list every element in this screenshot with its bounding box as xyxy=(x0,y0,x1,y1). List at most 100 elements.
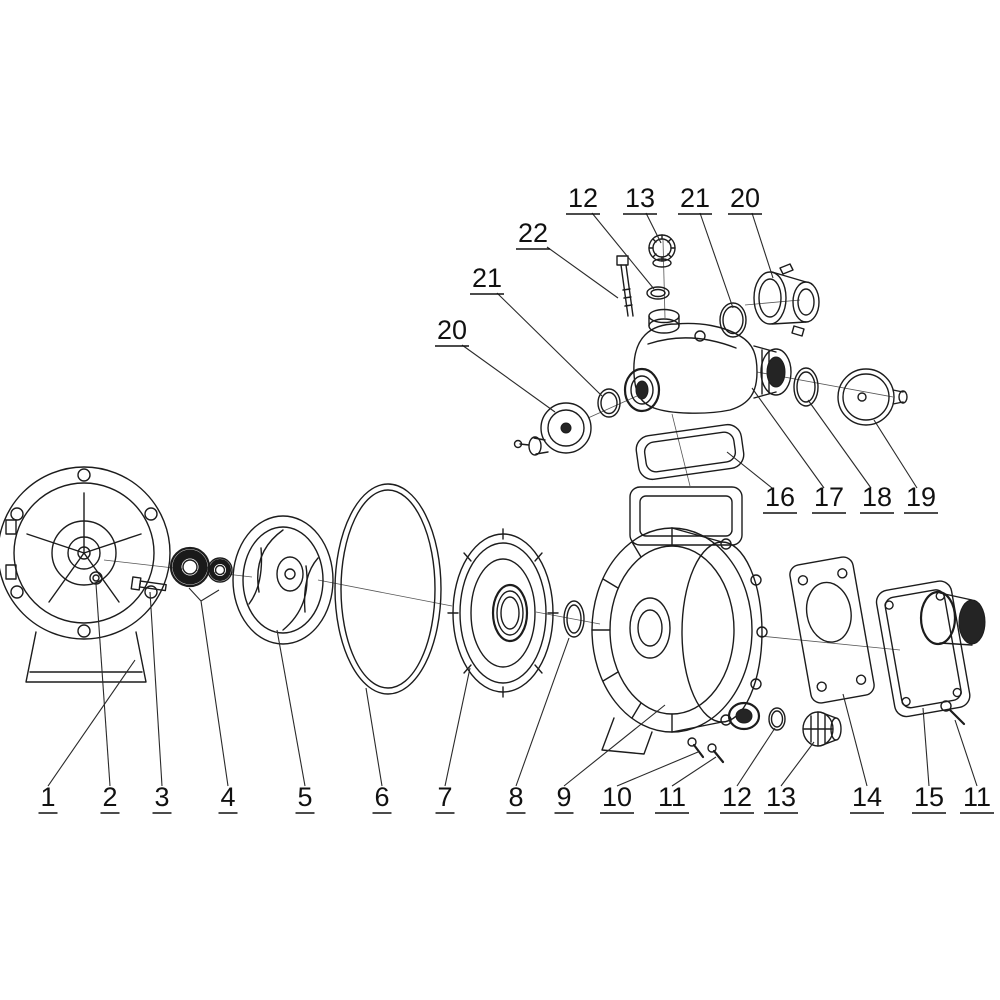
callout-10-9: 10 xyxy=(600,751,699,814)
callout-12-17: 12 xyxy=(566,183,655,290)
motor-bracket xyxy=(0,466,171,683)
callout-leader-line xyxy=(591,212,655,290)
cap-washer xyxy=(646,286,670,300)
tank-gasket xyxy=(635,423,745,481)
callout-17-24: 17 xyxy=(751,387,846,514)
callout-number: 21 xyxy=(472,263,502,293)
callout-leader-line xyxy=(780,741,815,787)
callout-14-13: 14 xyxy=(842,693,884,814)
callout-13-12: 13 xyxy=(764,741,815,814)
diffuser xyxy=(447,528,559,698)
callout-20-22: 20 xyxy=(435,315,556,413)
callout-number: 10 xyxy=(602,782,632,812)
callout-number: 11 xyxy=(963,782,991,812)
callout-number: 15 xyxy=(914,782,944,812)
filler-cap xyxy=(648,234,676,268)
callout-number: 13 xyxy=(625,183,655,213)
outlet-cap xyxy=(837,368,908,426)
callout-16-23: 16 xyxy=(726,451,797,514)
callout-1-0: 1 xyxy=(38,659,136,814)
callout-8-7: 8 xyxy=(506,637,570,814)
hose-coupling-left xyxy=(513,402,592,456)
callout-number: 9 xyxy=(556,782,571,812)
callout-21-19: 21 xyxy=(678,183,734,309)
callout-leader-line xyxy=(751,387,825,489)
callout-2-1: 2 xyxy=(95,583,120,814)
callout-4-3: 4 xyxy=(200,600,238,814)
impeller xyxy=(232,515,334,645)
shaft-bolt xyxy=(130,576,167,592)
callout-number: 3 xyxy=(154,782,169,812)
callout-18-25: 18 xyxy=(807,399,894,514)
callout-leader-line xyxy=(95,583,111,787)
callout-21-21: 21 xyxy=(470,263,603,397)
callout-number: 8 xyxy=(508,782,523,812)
callout-leader-line xyxy=(922,707,930,787)
callout-number: 5 xyxy=(297,782,312,812)
callout-number: 20 xyxy=(730,183,760,213)
callout-15-14: 15 xyxy=(912,707,946,814)
callout-9-8: 9 xyxy=(554,704,666,814)
callout-number: 6 xyxy=(374,782,389,812)
callout-number: 14 xyxy=(852,782,882,812)
callout-19-26: 19 xyxy=(873,419,938,514)
callout-leader-line xyxy=(873,419,918,489)
drain-bolt-right xyxy=(707,743,725,764)
callout-5-4: 5 xyxy=(276,629,315,814)
callout-number: 1 xyxy=(40,782,55,812)
callout-11-10: 11 xyxy=(655,756,717,814)
callout-number: 20 xyxy=(437,315,467,345)
callout-number: 21 xyxy=(680,183,710,213)
callout-22-16: 22 xyxy=(516,218,619,299)
callout-number: 19 xyxy=(906,482,936,512)
callout-leader-line xyxy=(726,451,773,489)
callout-number: 22 xyxy=(518,218,548,248)
callout-leader-line xyxy=(736,727,776,787)
callout-20-20: 20 xyxy=(728,183,774,279)
hose-coupling-top xyxy=(753,263,820,337)
callout-leader-line xyxy=(842,693,868,787)
port-o-ring-left xyxy=(597,388,621,418)
callout-leader-line xyxy=(276,629,306,787)
callout-number: 7 xyxy=(437,782,452,812)
callout-number: 12 xyxy=(722,782,752,812)
callout-number: 4 xyxy=(220,782,235,812)
callout-number: 12 xyxy=(568,183,598,213)
callout-leader-line xyxy=(200,600,229,787)
callout-number: 16 xyxy=(765,482,795,512)
callout-leader-line xyxy=(546,246,619,299)
callout-leader-line xyxy=(954,719,978,787)
callout-leader-line xyxy=(47,659,136,787)
drain-o-ring xyxy=(768,707,786,731)
pump-casing xyxy=(591,486,768,755)
callout-leader-line xyxy=(444,667,471,787)
callout-number: 18 xyxy=(862,482,892,512)
end-cover xyxy=(875,580,986,718)
callout-13-18: 13 xyxy=(623,183,662,244)
callout-11-15: 11 xyxy=(954,719,994,814)
callout-leader-line xyxy=(563,704,666,787)
callout-number: 17 xyxy=(814,482,844,512)
drain-strainer-plug xyxy=(802,711,842,747)
callout-12-11: 12 xyxy=(720,727,776,814)
callout-leader-line xyxy=(461,344,556,413)
callout-leader-line xyxy=(671,756,717,787)
callout-number: 2 xyxy=(102,782,117,812)
callout-7-6: 7 xyxy=(435,667,471,814)
callout-number: 13 xyxy=(766,782,796,812)
callout-leader-line xyxy=(515,637,570,787)
callout-number: 11 xyxy=(658,782,686,812)
callout-leader-line xyxy=(496,292,603,397)
callout-leader-line xyxy=(365,687,383,787)
callout-leader-line xyxy=(807,399,872,489)
pump-head-manifold xyxy=(623,308,792,414)
callout-leader-line xyxy=(751,212,774,279)
outlet-o-ring xyxy=(793,367,819,407)
cover-gasket xyxy=(789,556,875,704)
callout-leader-line xyxy=(699,212,734,309)
callout-6-5: 6 xyxy=(365,687,392,814)
long-bolt xyxy=(616,255,634,317)
